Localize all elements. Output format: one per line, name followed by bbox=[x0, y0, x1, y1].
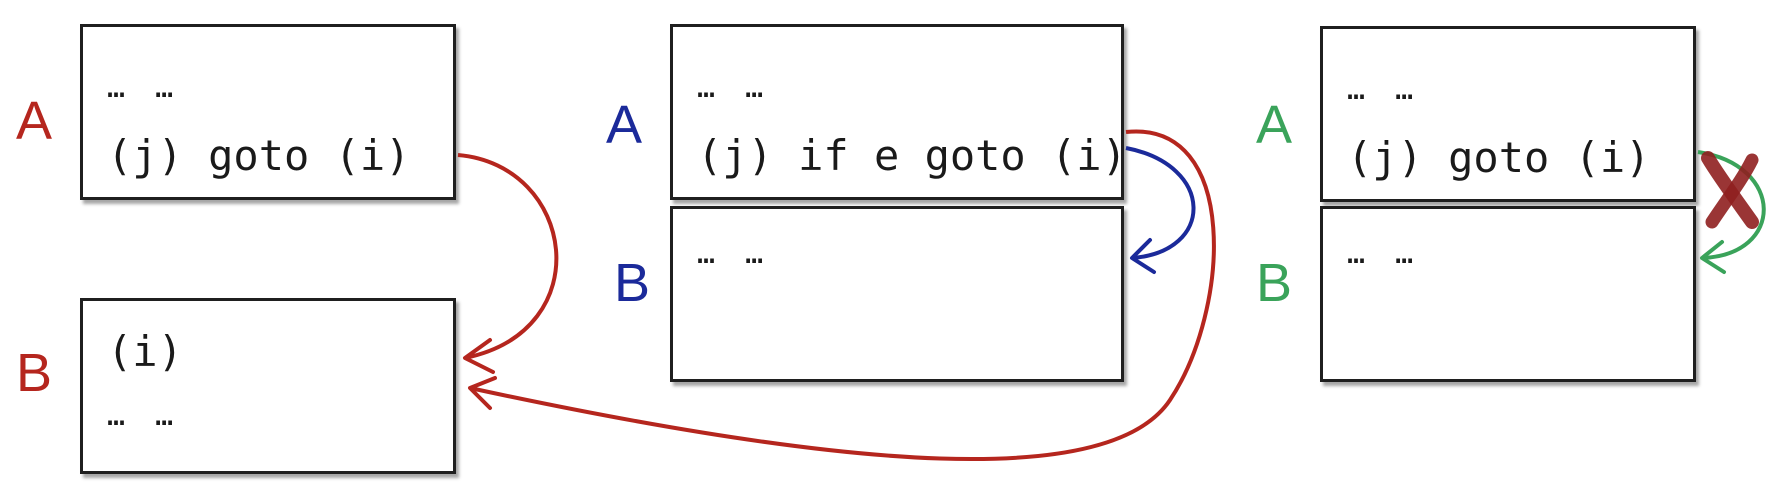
panel2-block-a-line1: … … bbox=[697, 70, 770, 105]
panel2-fallthrough-arrowhead bbox=[1130, 238, 1156, 274]
panel1-jump-arrow bbox=[457, 153, 559, 360]
panel1-block-b-line2: … … bbox=[107, 398, 180, 433]
panel3-block-b-line1: … … bbox=[1347, 236, 1420, 271]
panel2-jump-arrowhead bbox=[468, 376, 497, 410]
panel2-jump-arrow bbox=[469, 129, 1216, 462]
panel3-invalid-arrowhead bbox=[1700, 240, 1726, 274]
panel2-block-b: … … bbox=[670, 206, 1124, 382]
panel3-invalid-arrow bbox=[1697, 150, 1766, 260]
panel1-block-a-line2: (j) goto (i) bbox=[107, 131, 411, 180]
panel1-block-a-line1: … … bbox=[107, 70, 180, 105]
panel2-fallthrough-arrow bbox=[1125, 146, 1196, 260]
panel2-block-b-line1: … … bbox=[697, 236, 770, 271]
panel2-label-b: B bbox=[614, 253, 651, 313]
panel1-block-b: (i) … … bbox=[80, 298, 456, 474]
panel3-label-a: A bbox=[1256, 95, 1293, 155]
panel3-label-b: B bbox=[1256, 253, 1293, 313]
panel1-label-b: B bbox=[16, 343, 53, 403]
panel2-label-a: A bbox=[606, 95, 643, 155]
panel1-label-a: A bbox=[16, 91, 53, 151]
panel2-block-a-line2: (j) if e goto (i) bbox=[697, 131, 1127, 180]
panel2-block-a: … … (j) if e goto (i) bbox=[670, 24, 1127, 200]
panel1-block-b-line1: (i) bbox=[107, 327, 183, 376]
panel3-block-b: … … bbox=[1320, 206, 1696, 382]
cross-icon bbox=[1701, 151, 1759, 229]
panel1-jump-arrowhead bbox=[463, 338, 495, 374]
panel1-block-a: … … (j) goto (i) bbox=[80, 24, 456, 200]
panel3-block-a-line2: (j) goto (i) bbox=[1347, 133, 1651, 182]
panel3-block-a: … … (j) goto (i) bbox=[1320, 26, 1696, 202]
panel3-block-a-line1: … … bbox=[1347, 72, 1420, 107]
